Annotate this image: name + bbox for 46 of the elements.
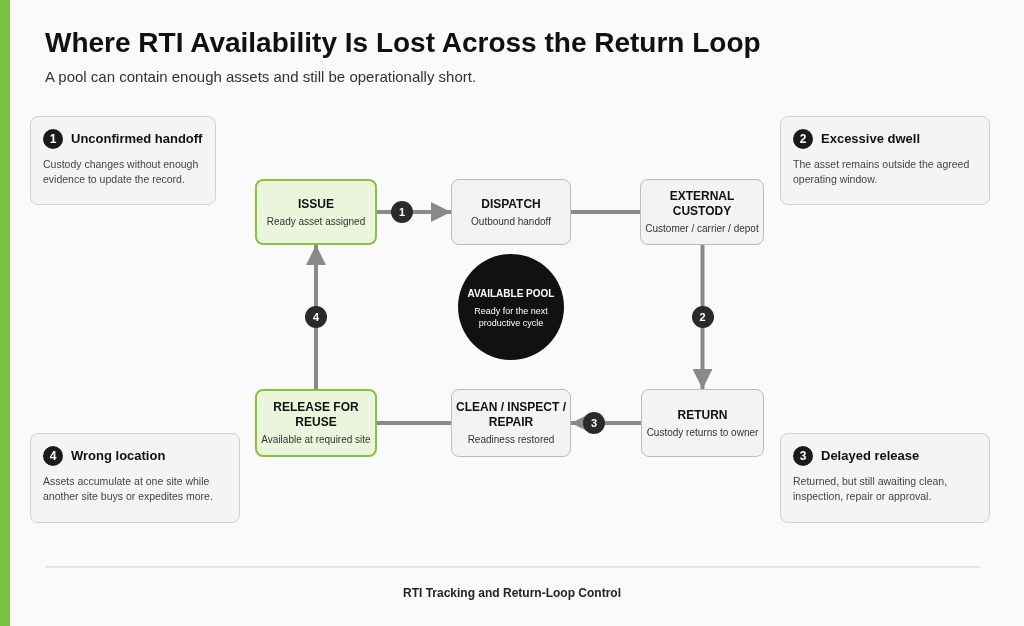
- card-description: Custody changes without enough evidence to update the record.: [43, 157, 200, 187]
- step-description: Customer / carrier / depot: [645, 223, 759, 235]
- info-card: [780, 116, 990, 205]
- pool-description: Ready for the next productive cycle: [473, 304, 549, 329]
- step-title: DISPATCH: [481, 196, 541, 212]
- number-badge: 4: [43, 446, 63, 466]
- step-number-badge: 3: [583, 412, 605, 434]
- step-title: EXTERNAL CUSTODY: [668, 189, 736, 219]
- step-description: Outbound handoff: [471, 215, 551, 228]
- number-badge: 1: [43, 129, 63, 149]
- process-box: [451, 179, 571, 245]
- step-description: Custody returns to owner: [646, 426, 759, 439]
- card-heading: Excessive dwell: [821, 130, 920, 149]
- card-description: Assets accumulate at one site while another site buys or expedites more.: [43, 474, 214, 504]
- process-box: [451, 389, 571, 457]
- step-title: CLEAN / INSPECT / REPAIR: [456, 400, 566, 430]
- process-box: [641, 389, 764, 457]
- process-box: [255, 389, 377, 457]
- connector-arrow: [306, 245, 326, 389]
- connector-arrow: [377, 202, 451, 222]
- info-card: [30, 433, 240, 523]
- card-heading: Delayed release: [821, 447, 920, 466]
- step-title: ISSUE: [298, 196, 334, 212]
- connector-arrow: [692, 245, 713, 389]
- number-badge: 2: [793, 129, 813, 149]
- title: Where RTI Availability Is Lost Across the Return Loop: [45, 26, 761, 60]
- info-card: [780, 433, 990, 523]
- card-heading: Wrong location: [71, 447, 166, 466]
- card-heading: Unconfirmed handoff: [71, 130, 203, 149]
- process-box: [255, 179, 377, 245]
- step-title: RELEASE FOR REUSE: [272, 400, 360, 430]
- step-description: Ready asset assigned: [266, 215, 366, 228]
- step-number-badge: 1: [391, 201, 413, 223]
- subtitle: A pool can contain enough assets and still be operationally short.: [45, 67, 477, 87]
- step-description: Readiness restored: [467, 434, 555, 446]
- step-title: RETURN: [677, 407, 728, 423]
- card-description: Returned, but still awaiting clean, inspection, repair or approval.: [793, 474, 949, 504]
- number-badge: 3: [793, 446, 813, 466]
- step-number-badge: 2: [691, 306, 714, 328]
- card-description: The asset remains outside the agreed operating window.: [793, 157, 971, 187]
- footer-text: RTI Tracking and Return-Loop Control: [402, 585, 622, 602]
- step-number-badge: 4: [305, 306, 327, 328]
- info-card: [30, 116, 216, 205]
- process-box: [640, 179, 764, 245]
- step-description: Available at required site: [261, 434, 371, 446]
- pool-title: AVAILABLE POOL: [467, 286, 555, 301]
